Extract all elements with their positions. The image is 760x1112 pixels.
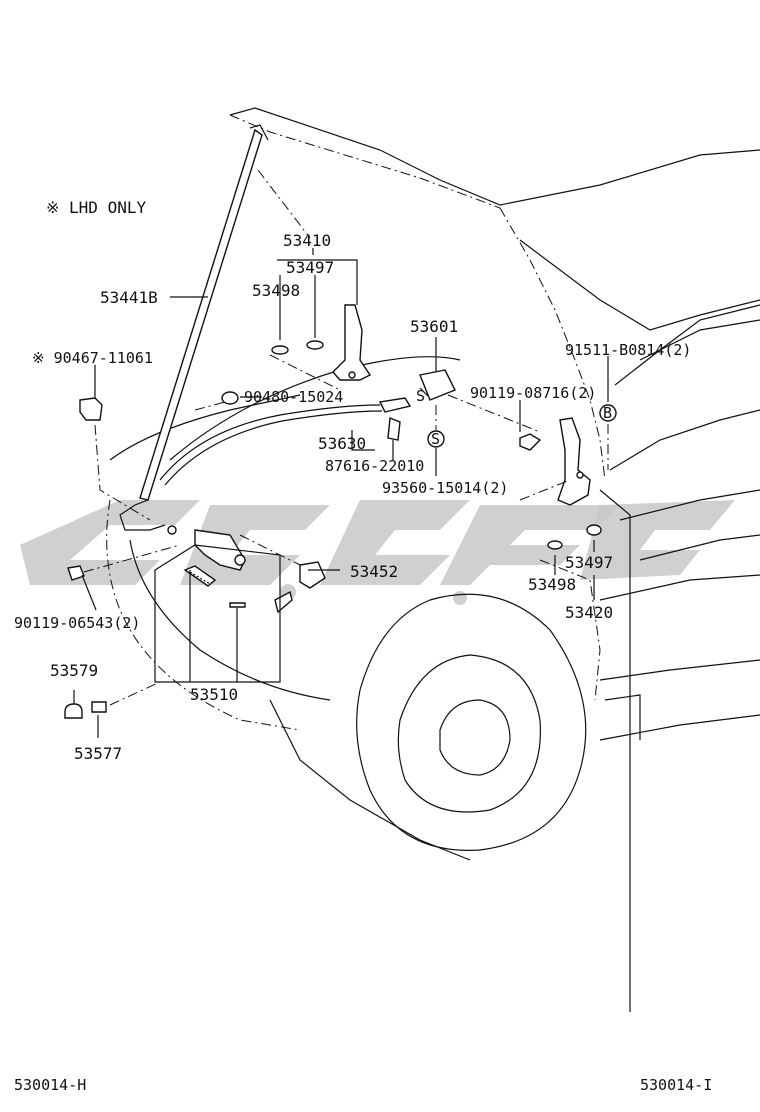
label-53452: 53452 <box>350 562 398 581</box>
label-53497-left: 53497 <box>286 258 334 277</box>
label-90480-15024: 90480-15024 <box>244 388 343 406</box>
callout-s-top: S <box>416 387 425 405</box>
hood-support-rod <box>119 124 269 535</box>
label-53420: 53420 <box>565 603 613 622</box>
footer-code-right: 530014-I <box>640 1076 712 1094</box>
label-53497-right: 53497 <box>565 553 613 572</box>
label-53577: 53577 <box>74 744 122 763</box>
lhd-only-note: ※ LHD ONLY <box>46 198 146 217</box>
label-93560-15014: 93560-15014(2) <box>382 479 508 497</box>
footer-code-left: 530014-H <box>14 1076 86 1094</box>
label-53579: 53579 <box>50 661 98 680</box>
label-90119-06543: 90119-06543(2) <box>14 614 140 632</box>
label-53510: 53510 <box>190 685 238 704</box>
watermark-logo <box>20 500 735 605</box>
callout-s-circle: S <box>431 430 440 448</box>
label-91511-b0814: 91511-B0814(2) <box>565 341 691 359</box>
label-53498-right: 53498 <box>528 575 576 594</box>
hood-lock-cable <box>159 369 542 486</box>
callout-b-circle: B <box>603 404 612 422</box>
label-53630: 53630 <box>318 434 366 453</box>
hood-latch <box>64 397 326 719</box>
label-53410: 53410 <box>283 231 331 250</box>
fender-outline <box>106 356 601 861</box>
hood-outline <box>229 107 760 741</box>
label-53498-left: 53498 <box>252 281 300 300</box>
label-53601: 53601 <box>410 317 458 336</box>
hood-hinge-left <box>271 304 372 381</box>
label-53441b: 53441B <box>100 288 158 307</box>
label-90119-08716: 90119-08716(2) <box>470 384 596 402</box>
label-90467-11061: ※ 90467-11061 <box>32 349 153 367</box>
leader-lines <box>73 169 631 1012</box>
hood-hinge-right <box>547 417 602 550</box>
label-87616-22010: 87616-22010 <box>325 457 424 475</box>
